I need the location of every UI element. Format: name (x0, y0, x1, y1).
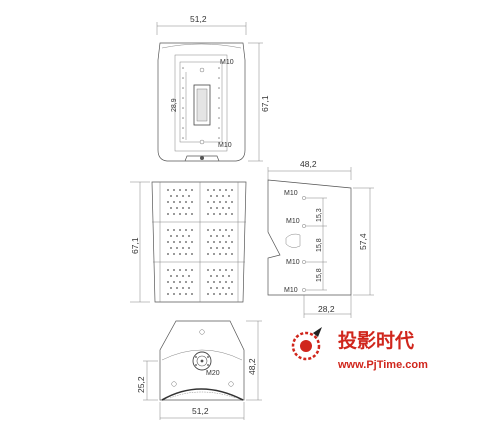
grille-view: 67,1 (130, 181, 247, 303)
side-thread-label-2: M10 (286, 218, 300, 225)
side-thread-label-3: M10 (286, 259, 300, 266)
side-base-label: 28,2 (318, 304, 335, 314)
side-spacing-label-2: 15,8 (316, 238, 323, 252)
side-spacing-label-1: 15,3 (316, 208, 323, 222)
grille-height-label: 67,1 (130, 237, 140, 254)
side-height-label: 57,4 (358, 233, 368, 250)
front-view: 51,2 M10 M10 28,9 67,1 (156, 14, 270, 162)
watermark-brand: 投影时代 (338, 329, 414, 352)
side-spacing-label-3: 15,8 (316, 268, 323, 282)
side-thread-label-1: M10 (284, 190, 298, 197)
side-thread-label-4: M10 (284, 287, 298, 294)
front-width-label: 51,2 (190, 14, 207, 24)
side-rigging-points (302, 196, 306, 292)
grille-perforations (167, 189, 233, 295)
bottom-height-label: 48,2 (247, 358, 257, 375)
side-width-label: 48,2 (300, 159, 317, 169)
bottom-width-label: 51,2 (192, 406, 209, 416)
watermark-url: www.PjTime.com (337, 359, 428, 371)
rigging-point-top (199, 67, 205, 73)
rigging-point-bottom (199, 139, 205, 145)
bottom-view: M20 48,2 25,2 51,2 (136, 320, 262, 420)
front-panel-height-label: 28,9 (171, 98, 178, 112)
front-top-thread-label: M10 (220, 59, 234, 66)
front-bottom-thread-label: M10 (218, 142, 232, 149)
bottom-thread-label: M20 (206, 370, 220, 377)
watermark-logo (291, 327, 322, 361)
socket-m20 (192, 351, 212, 371)
front-height-label: 67,1 (260, 95, 270, 112)
front-perforations (182, 67, 220, 139)
side-view: 48,2 M10 M10 M10 M10 15,3 15,8 15,8 57,4 (267, 159, 374, 318)
bottom-offset-label: 25,2 (136, 376, 146, 393)
